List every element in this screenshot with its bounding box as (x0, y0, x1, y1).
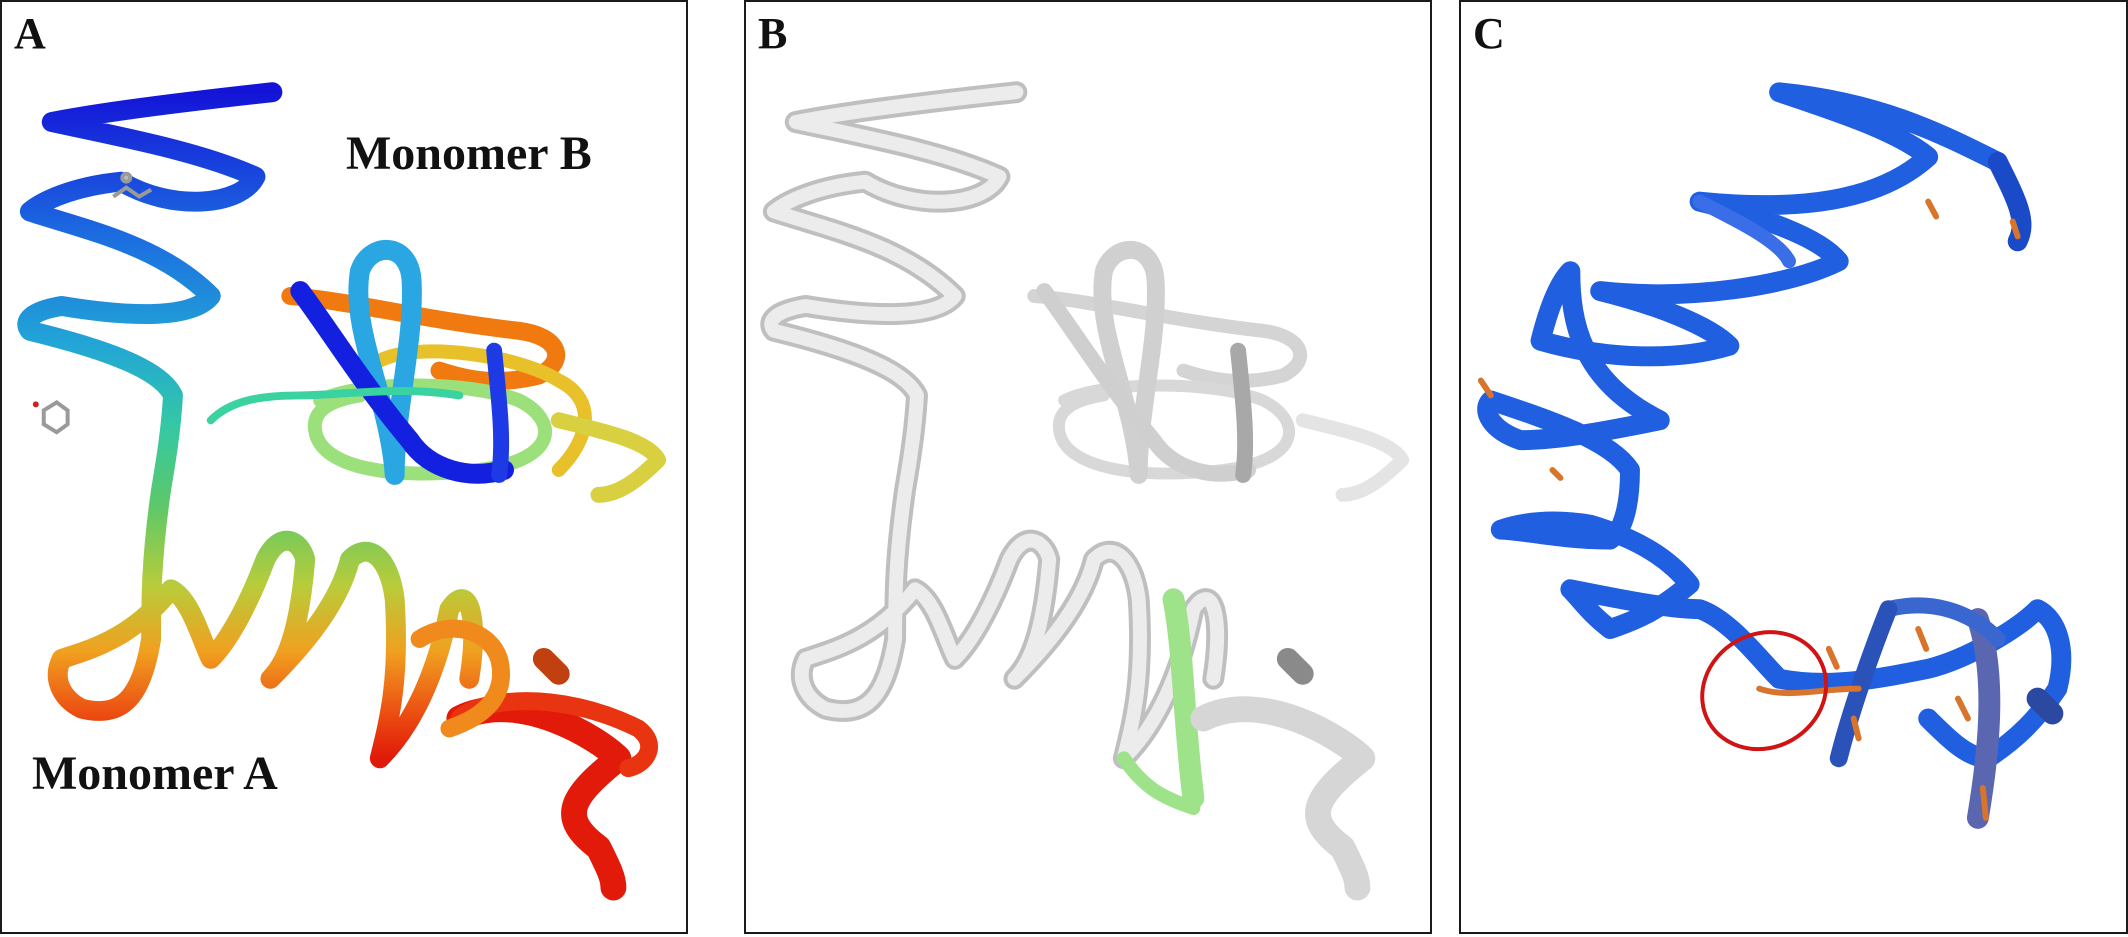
blue-ribbon (1477, 82, 2072, 769)
panel-a: A Monomer B Monomer A (0, 0, 688, 934)
panel-c-structure (1477, 82, 2072, 829)
highlight-ellipse (1700, 630, 1829, 752)
panel-b-structure (760, 81, 1410, 901)
monomer-b-label: Monomer B (346, 127, 592, 180)
panel-c-label: C (1473, 9, 1505, 58)
panel-b-label: B (758, 9, 788, 58)
panel-a-label: A (14, 9, 46, 58)
ligand-sticks (32, 171, 153, 435)
monomer-a-ribbon (17, 82, 484, 769)
orange-patches (1477, 198, 2021, 821)
panel-c: C (1459, 0, 2128, 934)
panel-b: B (744, 0, 1432, 934)
monomer-a-label: Monomer A (32, 747, 278, 800)
panel-a-structure (17, 82, 667, 901)
